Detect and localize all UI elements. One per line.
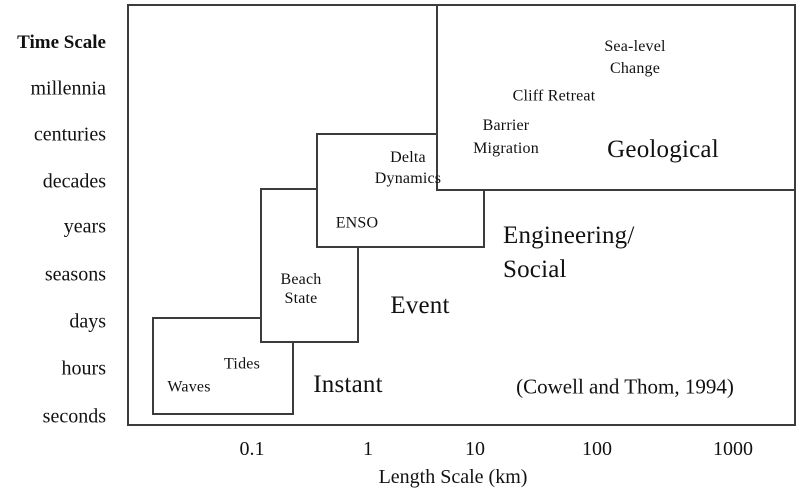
y-tick-years: years	[63, 215, 106, 238]
x-tick-100: 100	[582, 438, 612, 460]
y-tick-millennia: millennia	[30, 77, 106, 100]
event-region-label: Event	[390, 291, 450, 319]
citation: (Cowell and Thom, 1994)	[516, 374, 734, 399]
x-tick-10: 10	[465, 438, 485, 460]
y-tick-decades: decades	[42, 170, 106, 193]
geological-region-label: Geological	[607, 135, 719, 163]
barrier-migration-label: Barrier Migration	[473, 117, 539, 157]
y-tick-centuries: centuries	[33, 123, 106, 146]
x-tick-1: 1	[363, 438, 373, 460]
y-tick-days: days	[69, 310, 106, 333]
beach-state-label: Beach State	[280, 271, 322, 307]
delta-dynamics-label: Delta Dynamics	[374, 149, 442, 187]
instant-region-label: Instant	[313, 370, 383, 398]
x-axis-title: Length Scale (km)	[378, 466, 528, 488]
x-tick-1000: 1000	[713, 438, 753, 460]
tides-label: Tides	[224, 355, 260, 373]
y-axis-title: Time Scale	[17, 32, 106, 53]
geological-scale-box	[436, 4, 796, 191]
sea-level-change-label: Sea-level Change	[604, 38, 666, 77]
y-tick-seconds: seconds	[42, 405, 106, 428]
engineering-social-region-label: Engineering/ Social	[503, 222, 635, 283]
enso-label: ENSO	[335, 214, 379, 232]
y-tick-seasons: seasons	[44, 263, 106, 286]
cliff-retreat-label: Cliff Retreat	[512, 87, 596, 105]
waves-label: Waves	[167, 378, 211, 396]
x-tick-0-1: 0.1	[239, 438, 265, 460]
y-tick-hours: hours	[61, 357, 106, 380]
